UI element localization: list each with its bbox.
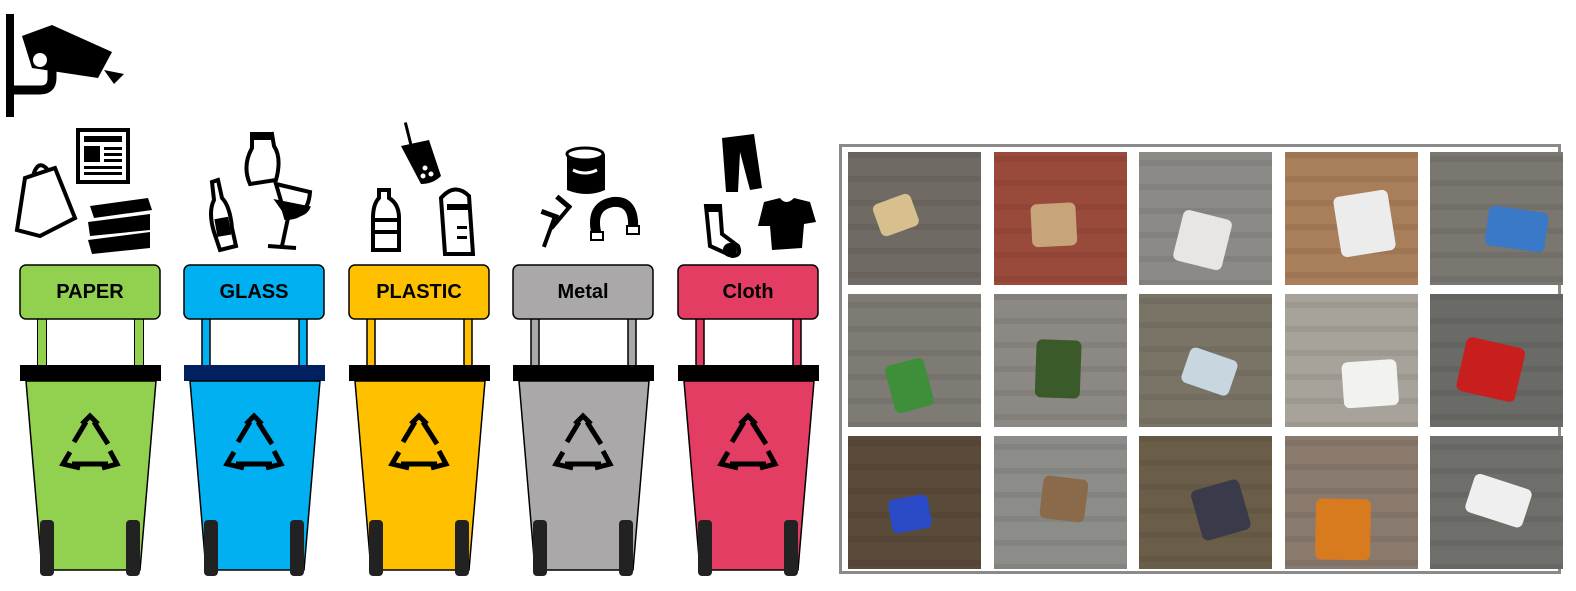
t-shirt-icon xyxy=(758,198,816,250)
photo-old-shoe-on-grate xyxy=(993,436,1127,569)
milk-bottle-icon xyxy=(244,131,281,187)
photo-coffee-cups-on-ledge xyxy=(1284,294,1418,427)
photo-cardboard-on-brick-sidewalk xyxy=(993,152,1127,285)
recycle-symbol-icon xyxy=(59,412,121,471)
bin-metal: Metal xyxy=(493,118,654,588)
photo-white-box-by-brick-wall xyxy=(1284,152,1418,285)
magnet-icon xyxy=(590,196,640,241)
wine-glass-icon xyxy=(267,181,313,250)
recycle-symbol-icon xyxy=(717,412,779,471)
photo-green-glass-bottle xyxy=(993,294,1127,427)
recycle-symbol-icon xyxy=(552,412,614,471)
recycle-symbol-icon xyxy=(223,412,285,471)
bin-label-glass: GLASS xyxy=(219,280,289,303)
bin-cloth: Cloth xyxy=(658,118,819,588)
bin-label-metal: Metal xyxy=(557,280,609,303)
cctv-camera-icon xyxy=(6,14,124,117)
water-bottle-icon xyxy=(371,188,401,252)
nails-icon xyxy=(540,194,573,248)
bin-glass: GLASS xyxy=(164,118,325,588)
bin-paper: PAPER xyxy=(0,118,161,588)
photo-coolers-and-boxes-pile xyxy=(1430,152,1563,285)
paint-can-icon xyxy=(565,146,605,194)
photo-white-garbage-bag xyxy=(1430,436,1563,569)
pants-icon xyxy=(722,134,762,192)
photo-bags-and-boxes-by-door xyxy=(848,152,981,285)
recycle-symbol-icon xyxy=(388,412,450,471)
photo-plastic-litter-on-ground xyxy=(1139,294,1272,427)
shaker-bottle-icon xyxy=(438,187,476,256)
photo-plastic-bag-on-leaves xyxy=(1139,436,1272,569)
photo-bags-and-styrofoam-box xyxy=(1139,152,1272,285)
newspaper-icon xyxy=(76,128,130,184)
bin-plastic: PLASTIC xyxy=(329,118,490,588)
waste-photo-grid xyxy=(839,144,1563,574)
bin-label-paper: PAPER xyxy=(56,280,124,303)
books-icon xyxy=(88,198,152,254)
photo-soda-can-by-railing xyxy=(1430,294,1563,427)
recycling-bins-row: PAPER xyxy=(0,118,819,588)
photo-cigarette-pack-on-grass xyxy=(848,436,981,569)
bin-label-plastic: PLASTIC xyxy=(376,280,462,303)
bubble-tea-icon xyxy=(401,122,441,184)
wine-bottle-icon xyxy=(209,177,239,253)
shopping-bag-icon xyxy=(14,163,78,239)
sock-icon xyxy=(703,204,742,259)
bin-label-cloth: Cloth xyxy=(722,280,774,303)
photo-plastic-bottle-on-concrete xyxy=(848,294,981,427)
photo-battery-on-quilted-surface xyxy=(1284,436,1418,569)
